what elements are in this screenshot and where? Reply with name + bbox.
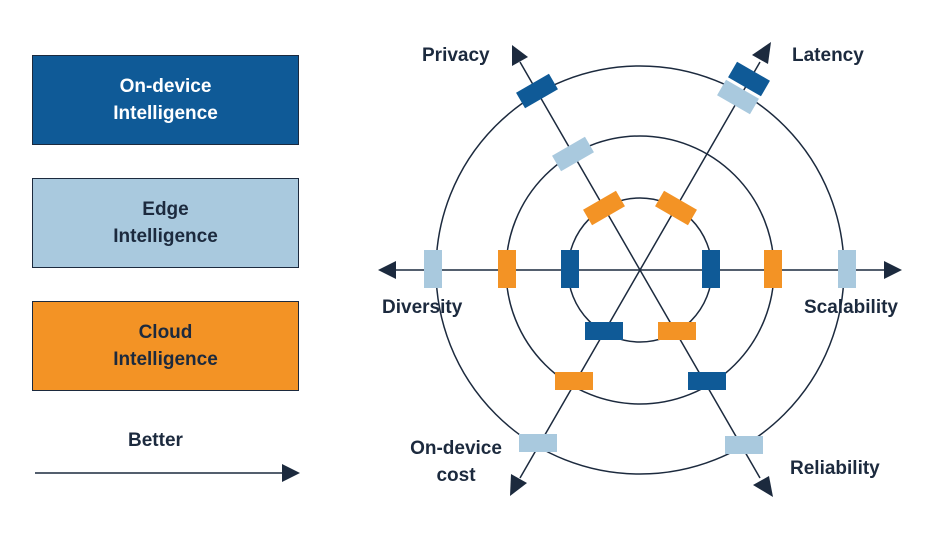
label-latency: Latency [792,45,864,66]
marker-ondevice-privacy [516,73,558,109]
marker-cloud-diversity [498,250,516,288]
marker-cloud-scalability [764,250,782,288]
marker-edge-oncost [519,434,557,452]
marker-edge-diversity [424,250,442,288]
better-label: Better [128,430,183,451]
legend-on-device-intelligence: On-device Intelligence [32,55,299,145]
label-on-device-cost-line1: On-device [410,438,502,459]
label-privacy: Privacy [422,45,490,66]
marker-cloud-latency [655,190,697,226]
arrow-privacy-icon [512,45,528,66]
marker-cloud-reliability [658,322,696,340]
label-scalability: Scalability [804,297,898,318]
marker-ondevice-reliability [688,372,726,390]
marker-ondevice-scalability [702,250,720,288]
arrow-oncost-icon [510,474,527,496]
marker-edge-privacy [552,136,594,172]
legend-edge-intelligence: Edge Intelligence [32,178,299,268]
marker-cloud-privacy [583,190,625,226]
marker-ondevice-diversity [561,250,579,288]
marker-edge-scalability [838,250,856,288]
arrow-latency-icon [752,42,771,64]
marker-ondevice-latency [728,61,770,97]
marker-ondevice-oncost [585,322,623,340]
arrow-reliability-icon [753,476,773,497]
better-arrow-icon [35,464,300,482]
label-reliability: Reliability [790,458,880,479]
axis-latency-oncost [519,61,761,479]
marker-cloud-oncost [555,372,593,390]
legend-cloud-intelligence: Cloud Intelligence [32,301,299,391]
arrow-scalability-icon [884,261,902,279]
marker-edge-reliability [725,436,763,454]
label-on-device-cost-line2: cost [436,465,476,486]
arrow-diversity-icon [378,261,396,279]
label-diversity: Diversity [382,297,463,318]
marker-edge-latency [717,79,759,115]
